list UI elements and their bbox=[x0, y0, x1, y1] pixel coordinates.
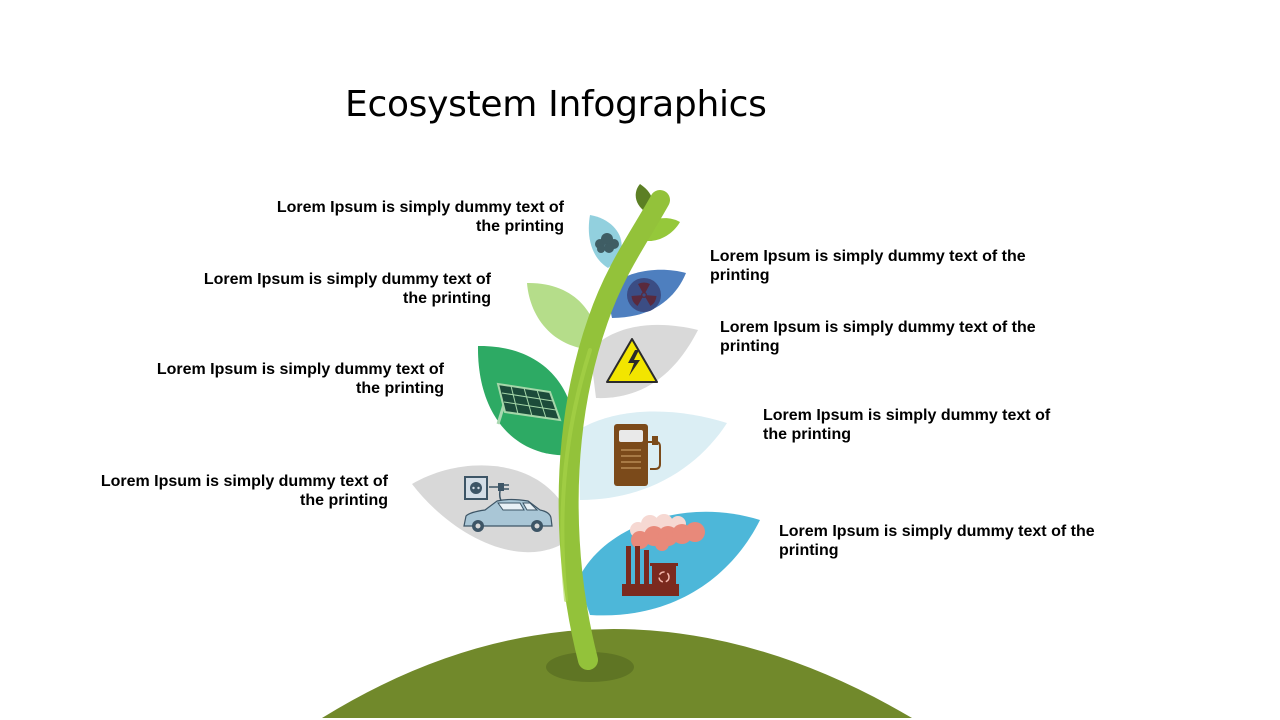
label-fuel: Lorem Ipsum is simply dummy text of the … bbox=[763, 407, 1051, 443]
fuel-pump-icon bbox=[614, 424, 661, 486]
stem-highlight bbox=[560, 348, 592, 602]
label-radiation: Lorem Ipsum is simply dummy text of the … bbox=[710, 248, 1026, 284]
factory-icon bbox=[622, 514, 705, 596]
label-electric: Lorem Ipsum is simply dummy text of the … bbox=[720, 319, 1036, 355]
page-title: Ecosystem Infographics bbox=[345, 84, 767, 125]
leaf-light-green bbox=[527, 282, 599, 350]
label-car: Lorem Ipsum is simply dummy text of the … bbox=[100, 473, 388, 509]
power-socket-icon bbox=[464, 476, 511, 507]
leaf-fuel bbox=[578, 411, 727, 500]
solar-panel-icon bbox=[496, 382, 562, 425]
cloud-icon bbox=[595, 233, 619, 253]
label-solar: Lorem Ipsum is simply dummy text of the … bbox=[156, 361, 444, 397]
label-light-green-leaf: Lorem Ipsum is simply dummy text of the … bbox=[203, 271, 491, 307]
label-factory: Lorem Ipsum is simply dummy text of the … bbox=[779, 523, 1095, 559]
high-voltage-icon bbox=[606, 338, 658, 383]
electric-car-icon bbox=[463, 498, 553, 532]
label-smoke: Lorem Ipsum is simply dummy text of the … bbox=[276, 199, 564, 235]
radiation-icon bbox=[627, 278, 661, 312]
